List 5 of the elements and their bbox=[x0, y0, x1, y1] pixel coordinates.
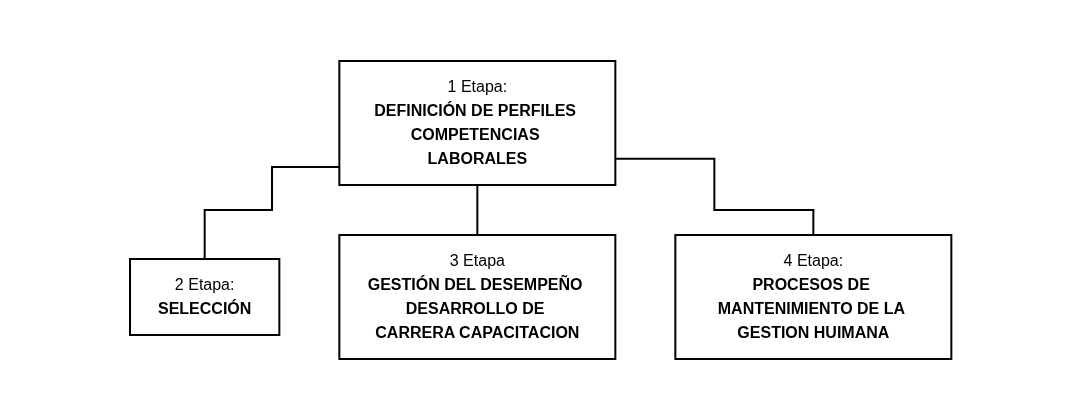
node-box: 3 Etapa GESTIÓN DEL DESEMPEÑO DESARROLLO DE CARRERA CAPACITACION bbox=[338, 234, 617, 360]
node-box: 4 Etapa: PROCESOS DE MANTENIMIENTO DE LA GESTION HUIMANA bbox=[674, 234, 953, 360]
node-box: 1 Etapa: DEFINICIÓN DE PERFILES COMPETENCIAS LABORALES bbox=[338, 60, 617, 186]
node-box: 2 Etapa: SELECCIÓN bbox=[128, 258, 281, 336]
connector bbox=[476, 184, 479, 236]
